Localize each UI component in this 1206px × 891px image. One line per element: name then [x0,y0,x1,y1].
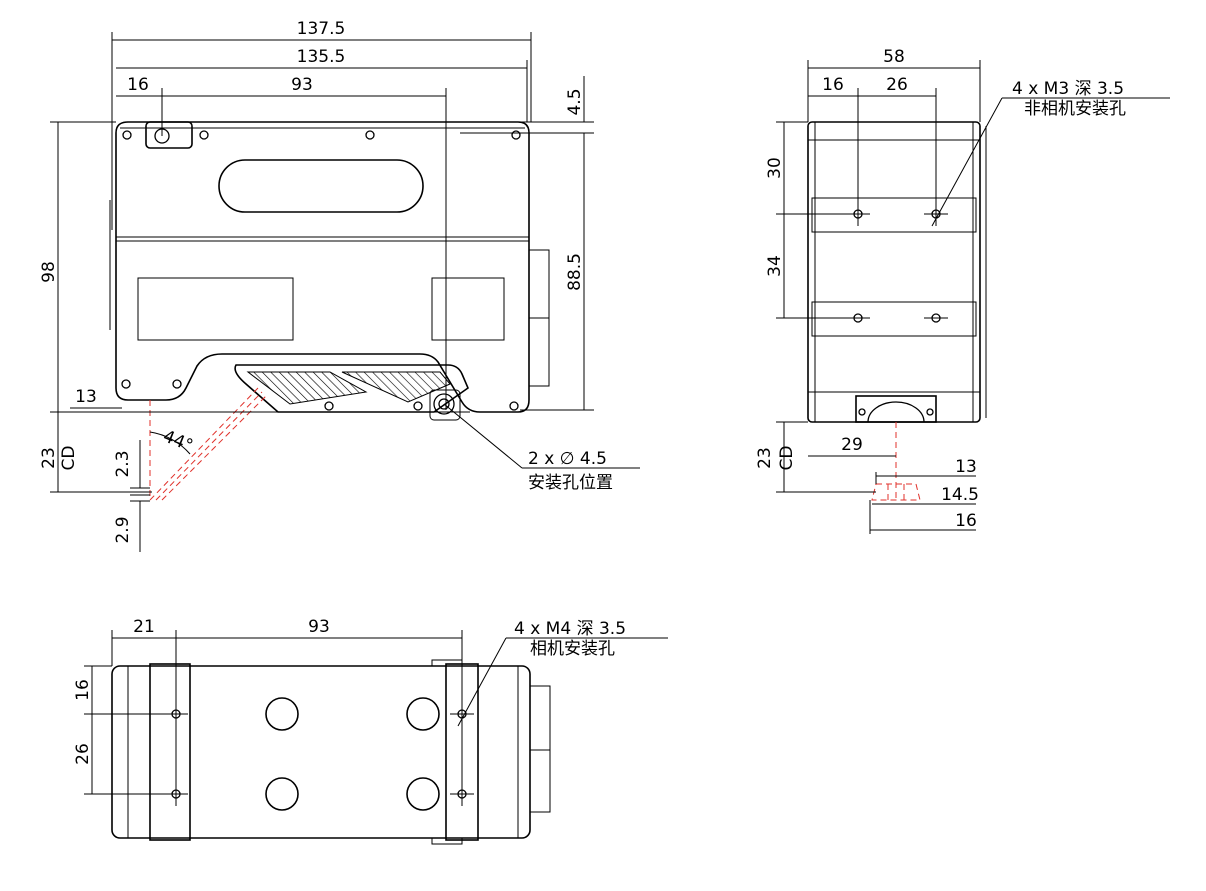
bottom-bottom-tab [431,837,463,845]
bottom-top-tab [431,659,463,667]
dim-front-height: 98 [39,261,59,283]
front-callout-line1: 2 x ∅ 4.5 [528,449,607,469]
front-screw [413,401,423,411]
dim-front-left-offset: 16 [127,75,149,95]
dim-bottom-left-offset: 21 [133,617,155,637]
bottom-callout-line1: 4 x M4 深 3.5 [514,619,626,639]
front-laser-line [161,395,267,501]
front-screw [121,379,131,389]
dim-front-angle: 44° [160,426,195,456]
dim-front-depth-a: 2.3 [113,450,133,477]
front-screw [199,130,209,140]
dim-side-beam-b: 14.5 [941,485,979,505]
bottom-port [406,777,440,811]
front-mount-boss [429,389,461,421]
front-dimensions: 137.5 135.5 16 93 4.5 88.5 98 13 23 CD [39,19,594,552]
front-laser-line [149,387,259,501]
dim-side-cd-label: CD [777,446,797,471]
dim-side-beam-a: 13 [955,457,977,477]
bottom-port [406,697,440,731]
dim-side-vertical-spacing: 34 [765,255,785,277]
dim-front-body-width: 135.5 [297,47,346,67]
bottom-callout-line2: 相机安装孔 [530,639,615,659]
side-view [807,121,987,501]
side-body-outline [807,121,981,423]
side-lower-plate [811,301,977,337]
front-laser-line [155,391,263,501]
front-left-label [137,277,294,341]
dim-bottom-hole-spacing: 93 [308,617,330,637]
dim-front-cd-value: 23 [39,447,59,469]
front-top-window [218,159,424,213]
dim-side-width: 58 [883,47,905,67]
front-screw [365,130,375,140]
side-callout: 4 x M3 深 3.5 非相机安装孔 [931,79,1170,227]
front-screw [122,130,132,140]
dim-front-depth-b: 2.9 [113,516,133,543]
side-lens-screw [858,408,866,416]
dim-side-left-offset: 16 [822,75,844,95]
side-callout-line2: 非相机安装孔 [1024,99,1126,119]
front-mount-hole [433,393,455,415]
front-screw [324,401,334,411]
front-callout: 2 x ∅ 4.5 安装孔位置 [443,403,640,493]
front-view [109,121,550,501]
front-vent-hatch [246,371,368,405]
bottom-callout: 4 x M4 深 3.5 相机安装孔 [457,619,668,727]
dim-front-hole-spacing: 93 [291,75,313,95]
front-mount-hole-inner [438,398,450,410]
bottom-dimensions: 21 93 16 26 [73,617,463,806]
bottom-connector [529,685,551,813]
bottom-port [265,777,299,811]
dim-side-top: 30 [765,157,785,179]
dim-side-center: 29 [841,435,863,455]
dim-front-overall-width: 137.5 [297,19,346,39]
bottom-left-bracket [149,663,191,841]
bottom-body-outline [111,665,531,839]
dim-bottom-top-offset: 16 [73,679,93,701]
front-vent-hatch [341,371,451,403]
dim-bottom-vertical-spacing: 26 [73,743,93,765]
dim-front-bottom-offset: 13 [75,387,97,407]
front-screw [172,379,182,389]
bottom-view [111,659,551,845]
front-right-label [431,277,505,341]
dim-side-hole-spacing: 26 [886,75,908,95]
front-body-outline [115,121,530,413]
side-callout-line1: 4 x M3 深 3.5 [1012,79,1124,99]
side-lens-screw [926,408,934,416]
dim-front-hole-height: 88.5 [565,253,585,291]
dim-front-top-offset: 4.5 [565,88,585,115]
side-upper-plate [811,197,977,233]
front-vent-frame [234,364,469,413]
front-top-tab [145,121,193,149]
side-lens [867,401,925,423]
front-screw [511,130,521,140]
front-screw [509,401,519,411]
dim-side-cd-value: 23 [755,447,775,469]
dim-side-beam-c: 16 [955,511,977,531]
bottom-port [265,697,299,731]
dim-front-cd-label: CD [59,446,79,471]
side-dimensions: 58 16 26 30 34 23 CD 29 13 14.5 16 [755,47,981,534]
front-callout-line2: 安装孔位置 [528,473,613,493]
